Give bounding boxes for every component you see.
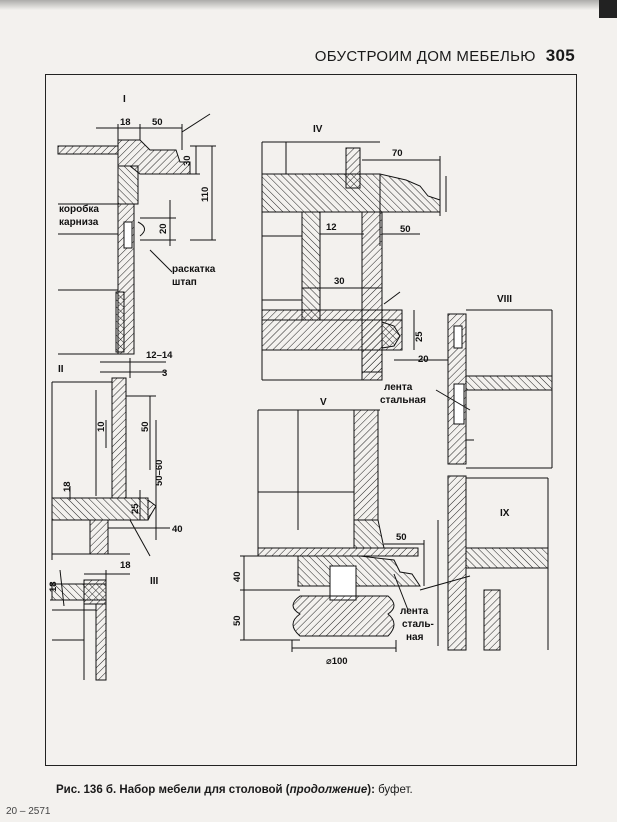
caption-italic: продолжение <box>289 784 368 796</box>
dim-18-a: 18 <box>120 117 131 128</box>
label-lenta-2: лента <box>400 606 429 617</box>
view-ix-drawing <box>419 475 549 651</box>
page-number: 305 <box>545 46 575 65</box>
label-lenta-1: лента <box>384 382 413 393</box>
view-iv-drawing <box>261 141 447 381</box>
view-label-viii: VIII <box>497 294 512 305</box>
view-v-drawing <box>240 409 425 652</box>
view-label-iv: IV <box>313 124 323 135</box>
caption-close: ): <box>367 784 375 796</box>
page-header: ОБУСТРОИМ ДОМ МЕБЕЛЬЮ 305 <box>315 46 575 66</box>
caption-rest: буфет. <box>374 784 413 796</box>
dim-18-b: 18 <box>62 481 73 492</box>
dim-12-14: 12–14 <box>146 350 173 361</box>
label-stalnaya-1: стальная <box>380 395 426 406</box>
view-label-ix: IX <box>500 508 510 519</box>
caption-lead: Рис. 136 б. Набор мебели для столовой (п… <box>56 784 375 796</box>
dim-50-e: 50 <box>232 615 243 626</box>
view-label-ii: II <box>58 364 64 375</box>
view-label-iii: III <box>150 576 159 587</box>
dim-50-c: 50 <box>400 224 411 235</box>
figure-caption: Рис. 136 б. Набор мебели для столовой (п… <box>56 784 413 796</box>
dim-25-a: 25 <box>130 503 141 514</box>
dim-50-d: 50 <box>396 532 407 543</box>
dim-25-b: 25 <box>414 331 425 342</box>
view-i-drawing <box>57 113 216 355</box>
view-iii-drawing <box>50 569 130 681</box>
dim-40-a: 40 <box>172 524 183 535</box>
figure-frame <box>45 74 577 766</box>
scan-corner <box>599 0 617 18</box>
view-viii-drawing <box>420 309 553 469</box>
view-label-v: V <box>320 397 327 408</box>
dim-30-a: 30 <box>182 155 193 166</box>
dim-12: 12 <box>326 222 337 233</box>
label-shtap: штап <box>172 277 197 288</box>
dim-18-d: 18 <box>48 581 59 592</box>
label-karniza: карниза <box>59 217 99 228</box>
dim-18-c: 18 <box>120 560 131 571</box>
dim-20-b: 20 <box>418 354 429 365</box>
caption-text: Набор мебели для столовой ( <box>119 784 290 796</box>
dim-70: 70 <box>392 148 403 159</box>
label-stal: сталь- <box>402 619 434 630</box>
dim-50-b: 50 <box>140 421 151 432</box>
label-naya: ная <box>406 632 424 643</box>
label-korobka: коробка <box>59 203 99 215</box>
scan-shadow <box>0 0 617 10</box>
label-raskatka: раскатка <box>172 264 216 275</box>
view-label-i: I <box>123 94 126 105</box>
view-ii-drawing <box>51 358 170 560</box>
dim-30-b: 30 <box>334 276 345 287</box>
dim-50-a: 50 <box>152 117 163 128</box>
sheet-code: 20 – 2571 <box>6 806 51 817</box>
running-title: ОБУСТРОИМ ДОМ МЕБЕЛЬЮ <box>314 48 536 65</box>
dim-3: 3 <box>162 368 167 379</box>
dim-110: 110 <box>200 187 211 202</box>
dim-diameter-100: ⌀100 <box>326 656 348 667</box>
dim-40-b: 40 <box>232 571 243 582</box>
dim-50-60: 50–60 <box>154 460 165 486</box>
dim-20-a: 20 <box>158 223 169 234</box>
caption-fig: Рис. 136 б. <box>56 784 117 796</box>
dim-10: 10 <box>96 421 107 432</box>
